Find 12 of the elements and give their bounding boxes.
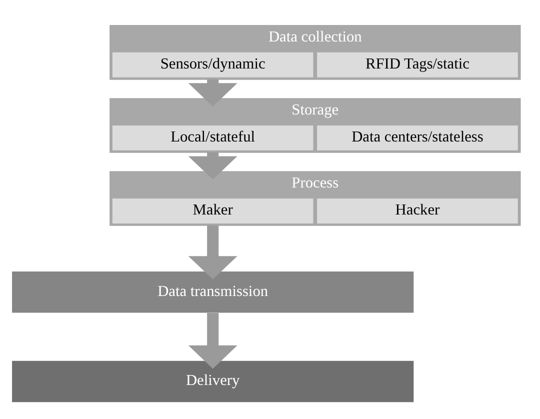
node-box: Data centers/stateless (317, 124, 518, 150)
arrow (188, 224, 238, 279)
node-box: Maker (112, 198, 314, 223)
node-box: Sensors/dynamic (112, 52, 314, 77)
node-box: Delivery (12, 360, 414, 402)
node-box: Hacker (317, 198, 518, 223)
arrow (188, 152, 238, 180)
arrow (188, 78, 238, 106)
node-box: Local/stateful (112, 124, 314, 150)
node-box: RFID Tags/static (317, 52, 518, 77)
arrow (188, 312, 238, 368)
node-box: Data transmission (12, 271, 414, 312)
